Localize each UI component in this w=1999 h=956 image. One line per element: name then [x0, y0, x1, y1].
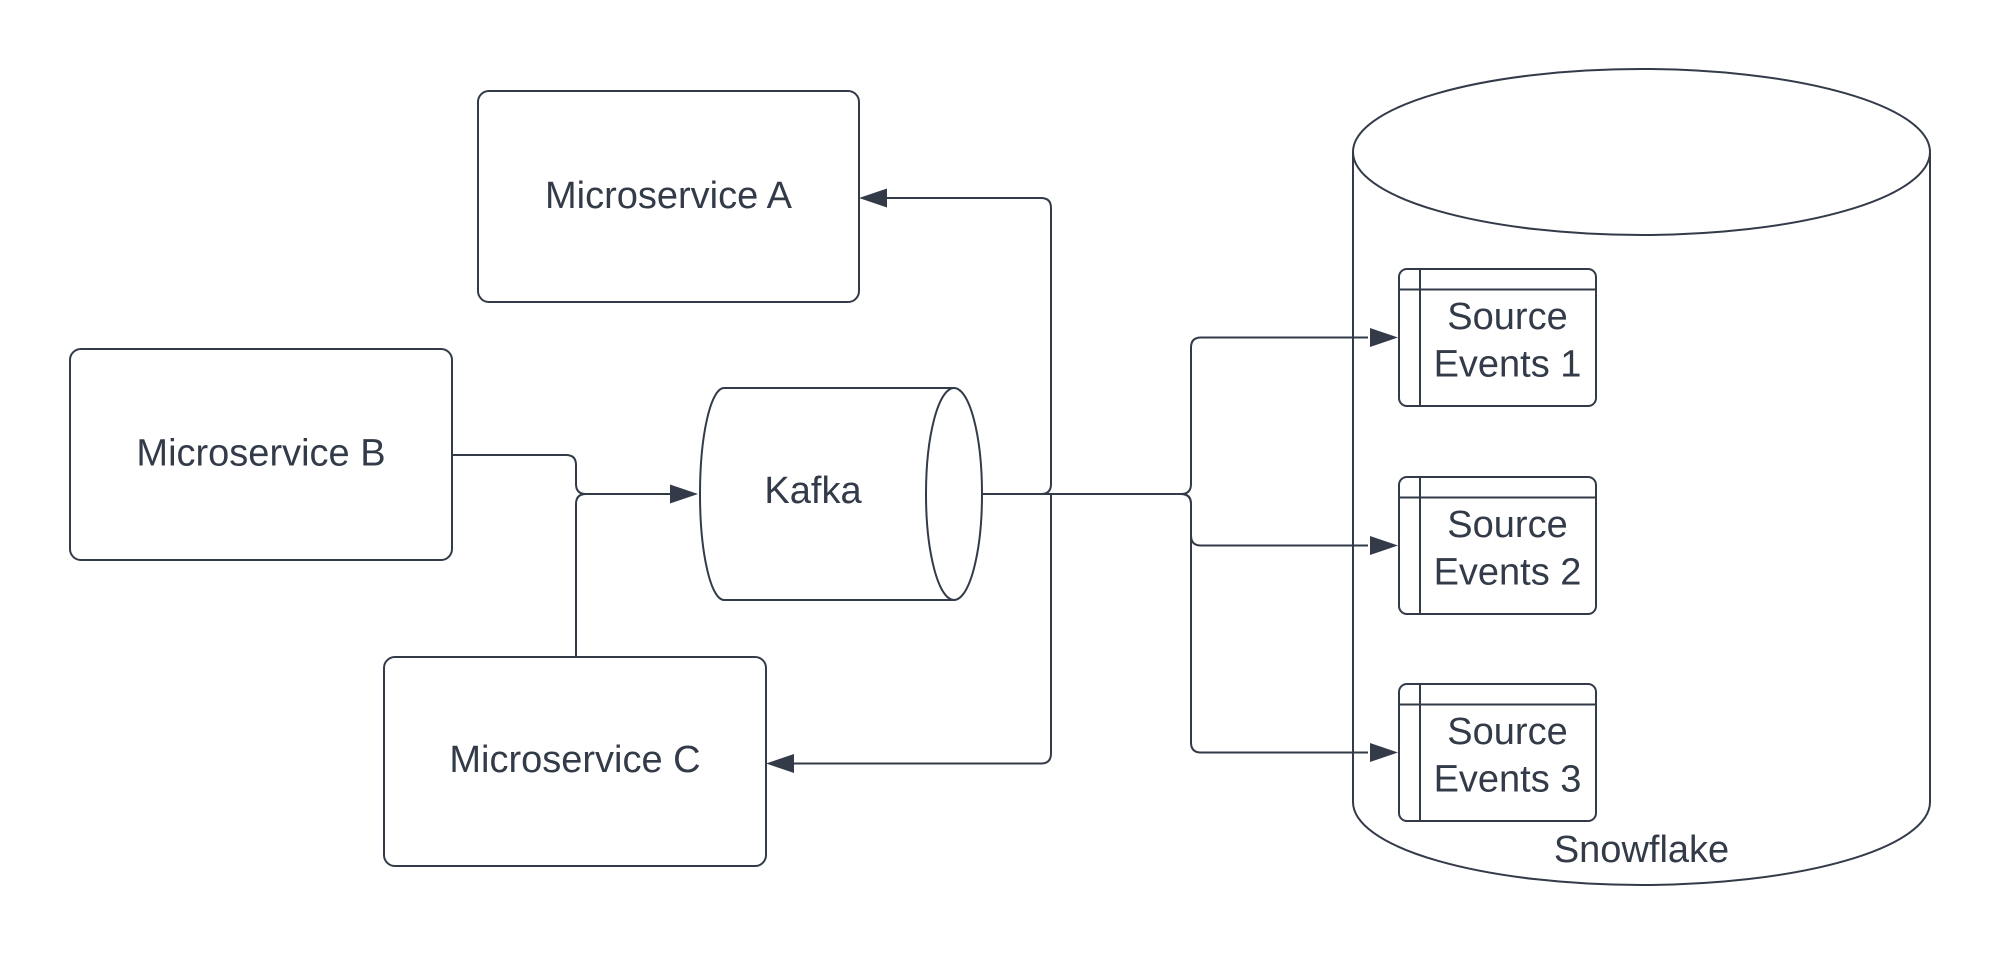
svg-text:Microservice C: Microservice C	[449, 739, 700, 781]
svg-text:Kafka: Kafka	[764, 470, 862, 512]
svg-text:Snowflake: Snowflake	[1554, 829, 1729, 871]
svg-text:Source: Source	[1447, 711, 1567, 753]
svg-text:Source: Source	[1447, 296, 1567, 338]
svg-text:Microservice B: Microservice B	[136, 433, 385, 475]
svg-text:Events 2: Events 2	[1434, 552, 1582, 594]
svg-text:Events 1: Events 1	[1434, 344, 1582, 386]
svg-text:Microservice A: Microservice A	[545, 175, 793, 217]
svg-text:Events 3: Events 3	[1434, 759, 1582, 801]
svg-text:Source: Source	[1447, 504, 1567, 546]
